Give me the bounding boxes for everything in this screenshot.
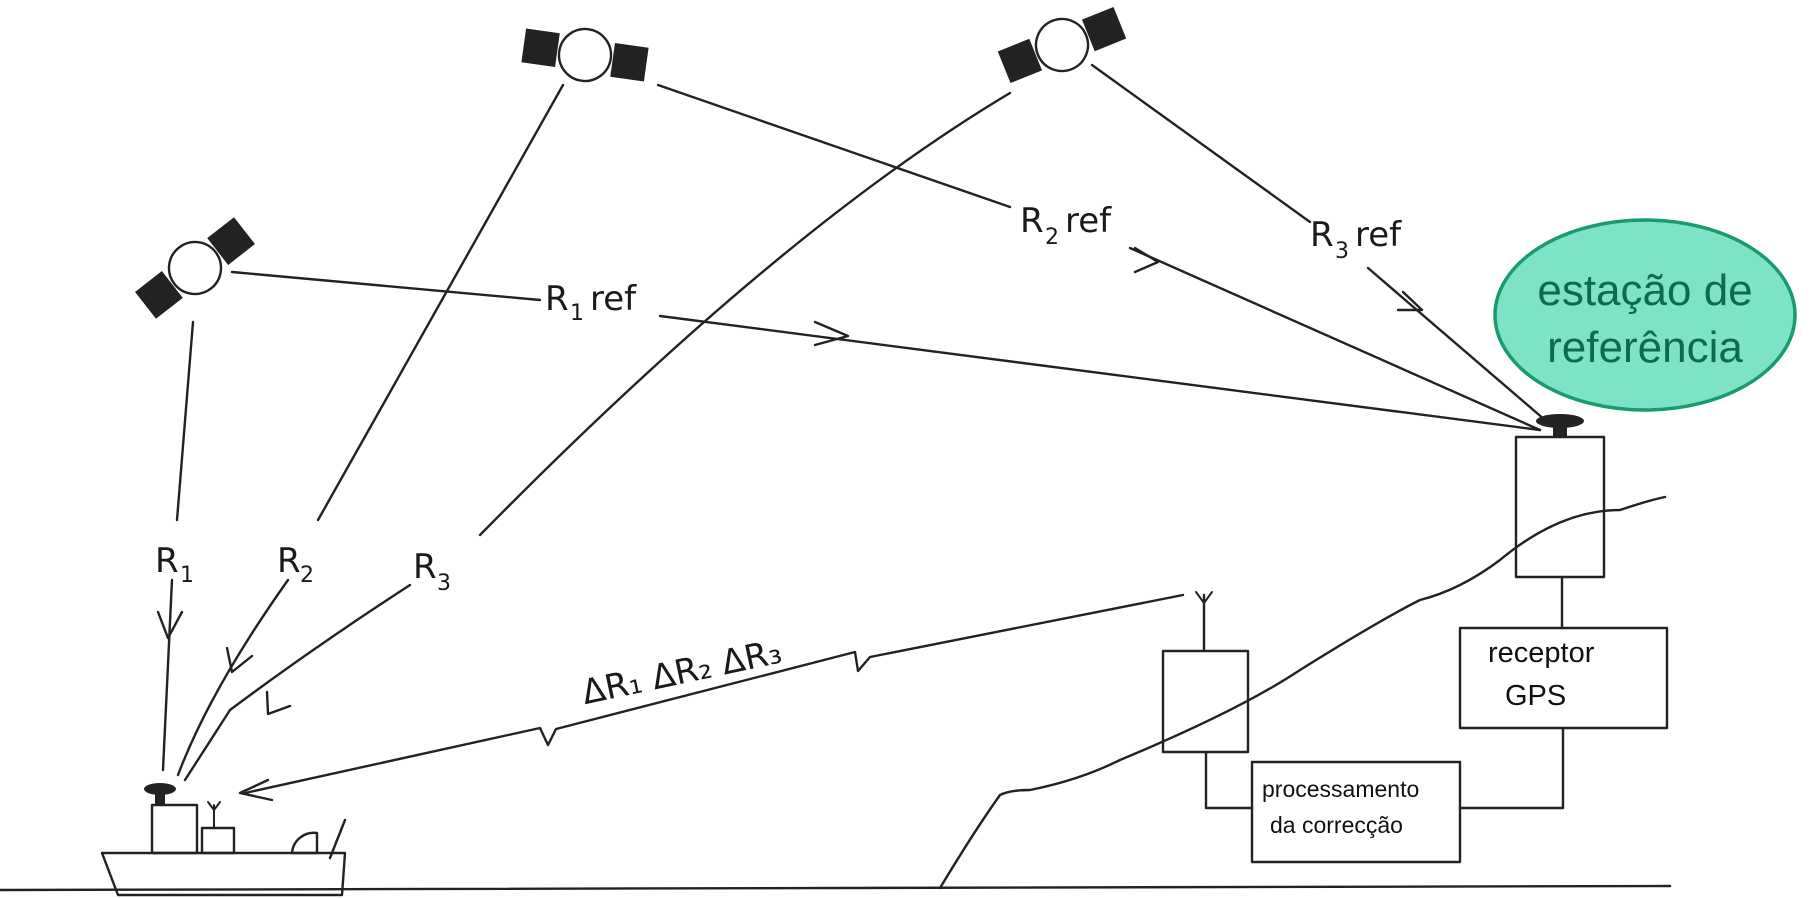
gps-label: GPS [1505,680,1566,712]
sea-surface [0,884,1672,892]
satellite-2-icon [518,19,652,91]
ship-signal-arrows [156,610,292,716]
label-r2: R 2 [277,541,314,588]
coastline [938,495,1667,890]
correccao-label: da correcção [1270,812,1403,838]
processamento-label: processamento [1262,776,1419,802]
transmitter-antenna-icon [1195,591,1213,604]
label-r1-ref: R 1 ref [545,279,637,326]
svg-text:ΔR₁ ΔR₂ ΔR₃: ΔR₁ ΔR₂ ΔR₃ [578,632,785,713]
label-r3: R 3 [413,547,451,596]
label-r3-ref: R 3 ref [1310,215,1402,264]
satellite-1-icon [128,208,262,328]
ship-icon [100,783,347,897]
svg-text:ref: ref [590,279,637,319]
svg-text:2: 2 [1045,225,1059,250]
connector-lines [1204,726,1565,810]
callout-line1: estação de [1537,266,1752,315]
correction-broadcast-link [243,593,1185,795]
callout-line2: referência [1547,323,1743,372]
svg-text:R: R [155,541,179,581]
receptor-gps-box: receptor GPS [1458,626,1669,730]
label-delta-corrections: ΔR₁ ΔR₂ ΔR₃ [578,632,785,713]
svg-text:1: 1 [180,563,194,588]
svg-text:3: 3 [1335,239,1349,264]
svg-text:2: 2 [300,563,314,588]
label-r2-ref: R 2 ref [1020,201,1112,250]
svg-text:ref: ref [1355,215,1402,255]
ship-signal-lines [161,83,1012,782]
reference-signal-arrows [813,246,1424,347]
svg-text:R: R [277,541,301,581]
reference-signal-lines [230,63,1547,432]
svg-text:R: R [413,547,437,587]
receptor-label: receptor [1488,637,1595,669]
broadcast-arrow [238,778,274,802]
svg-text:3: 3 [437,571,451,596]
svg-text:R: R [1310,215,1334,255]
svg-text:R: R [1020,201,1044,241]
svg-text:R: R [545,279,569,319]
reference-antenna-icon [1536,414,1584,437]
svg-text:1: 1 [570,301,584,326]
processamento-box: processamento da correcção [1250,760,1462,864]
transmitter-box [1161,591,1250,754]
label-r1: R 1 [155,541,194,588]
svg-text:ref: ref [1065,201,1112,241]
ship-antenna-icon [144,783,176,805]
reference-station-callout: estação de referência [1493,218,1797,412]
reference-station-tower [1514,414,1606,630]
